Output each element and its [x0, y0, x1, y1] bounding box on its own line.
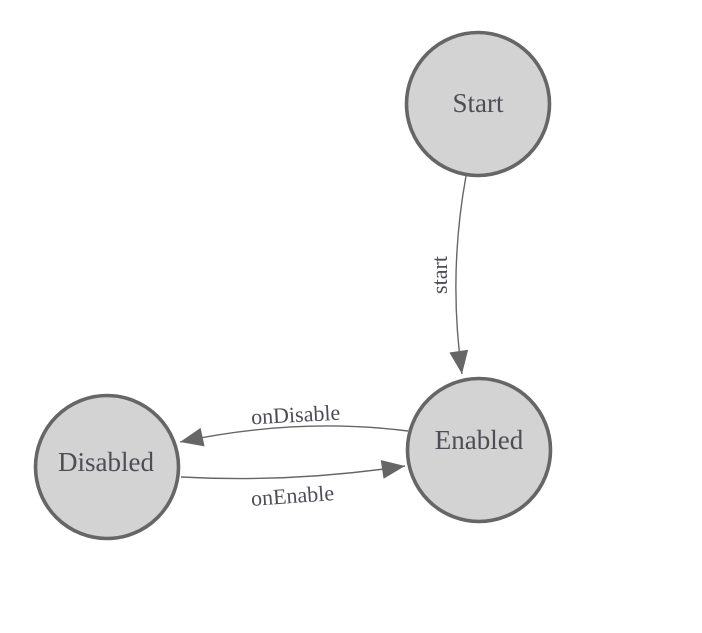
node-disabled-label: Disabled	[58, 447, 154, 477]
node-start: Start	[404, 30, 552, 178]
edge-line-onenable	[180, 460, 406, 480]
edge-disabled-to-enabled: onEnable	[180, 460, 406, 511]
edge-line-start	[449, 175, 469, 375]
edge-label-ondisable: onDisable	[250, 400, 340, 430]
node-start-circle	[404, 30, 552, 178]
node-disabled-circle	[33, 393, 181, 541]
node-start-label: Start	[453, 88, 504, 118]
edge-label-start: start	[427, 256, 452, 294]
edge-line-ondisable	[179, 425, 409, 447]
node-enabled: Enabled	[405, 376, 553, 524]
node-enabled-label: Enabled	[435, 425, 524, 455]
node-enabled-circle	[405, 376, 553, 524]
edge-start-to-enabled: start	[427, 175, 469, 375]
node-disabled: Disabled	[33, 393, 181, 541]
edge-label-onenable: onEnable	[250, 480, 335, 511]
edge-enabled-to-disabled: onDisable	[179, 400, 409, 447]
